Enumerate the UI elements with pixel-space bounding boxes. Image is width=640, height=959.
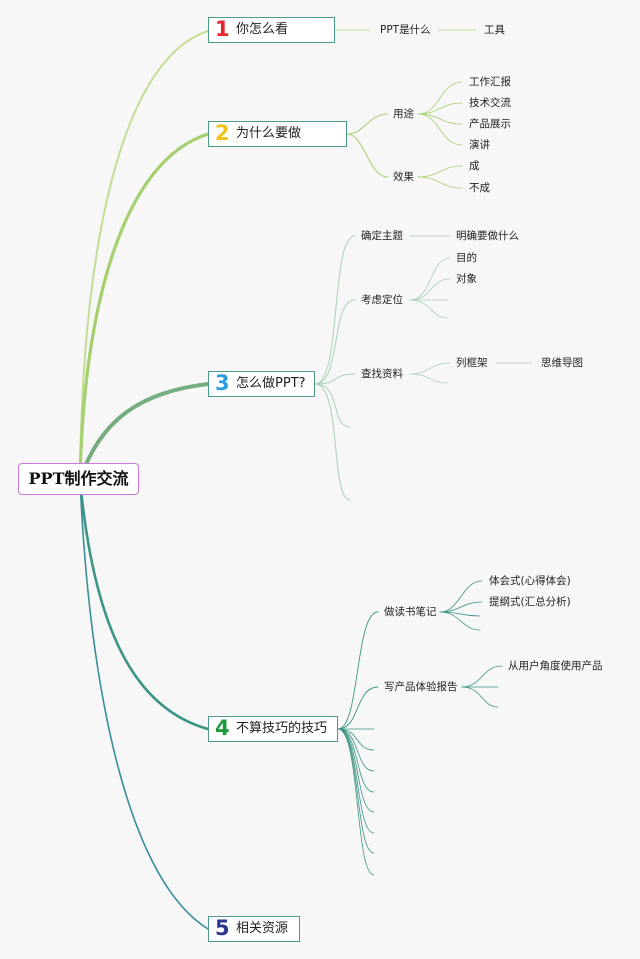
node-framework[interactable]: 列框架: [456, 357, 488, 369]
connector-b2-eff-2: [417, 176, 463, 189]
branch-3-label: 怎么做PPT?: [236, 376, 306, 391]
branch-1-node[interactable]: 1 你怎么看: [208, 17, 335, 43]
connector-b4-rep-3: [461, 686, 499, 708]
node-clarify-goal[interactable]: 明确要做什么: [456, 230, 519, 242]
node-mindmap[interactable]: 思维导图: [541, 357, 583, 369]
node-outline[interactable]: 提纲式(汇总分析): [489, 596, 571, 608]
node-ppt-what[interactable]: PPT是什么: [380, 24, 431, 36]
node-tech-exchange[interactable]: 技术交流: [469, 97, 511, 109]
node-fail[interactable]: 不成: [469, 182, 490, 194]
connector-b3-pos-2: [409, 278, 451, 301]
branch-3-number: 3: [215, 371, 230, 395]
branch-2-node[interactable]: 2 为什么要做: [208, 121, 347, 147]
connector-root-branch-1: [79, 30, 209, 481]
node-success[interactable]: 成: [469, 160, 480, 172]
connector-b4-empty-3: [337, 728, 375, 772]
connector-b4-reading: [337, 611, 379, 730]
node-tool[interactable]: 工具: [484, 24, 505, 36]
node-research[interactable]: 查找资料: [361, 368, 403, 380]
connector-b2-use-4: [417, 113, 463, 146]
connector-b2-use-2: [417, 102, 463, 115]
connector-b3-src-2: [409, 373, 449, 384]
connector-b4-empty-5: [337, 728, 375, 813]
node-work-report[interactable]: 工作汇报: [469, 76, 511, 88]
branch-2-number: 2: [215, 121, 230, 145]
connector-b3-position: [314, 299, 356, 385]
connector-root-branch-4: [78, 478, 210, 731]
node-reading-notes[interactable]: 做读书笔记: [384, 606, 437, 618]
branch-1-label: 你怎么看: [236, 22, 289, 37]
connector-b3-empty-2: [314, 383, 351, 501]
connector-b3-empty-1: [314, 383, 351, 428]
connector-b4-read-1: [439, 580, 483, 613]
branch-2-label: 为什么要做: [236, 126, 302, 141]
branch-5-node[interactable]: 5 相关资源: [208, 916, 300, 942]
branch-5-label: 相关资源: [236, 921, 289, 936]
connector-b3-pos-1: [409, 257, 451, 301]
connector-b3-search: [314, 373, 356, 385]
root-node[interactable]: PPT制作交流: [18, 463, 139, 495]
node-product-show[interactable]: 产品展示: [469, 118, 511, 130]
branch-4-number: 4: [215, 716, 230, 740]
connector-b2-eff-1: [417, 165, 463, 178]
branch-4-node[interactable]: 4 不算技巧的技巧: [208, 716, 338, 742]
branch-5-number: 5: [215, 916, 230, 940]
connector-b4-read-4: [439, 611, 481, 631]
node-effect[interactable]: 效果: [393, 171, 414, 183]
node-define-theme[interactable]: 确定主题: [361, 230, 403, 242]
connector-b2-use: [346, 113, 389, 135]
node-use[interactable]: 用途: [393, 108, 414, 120]
connector-b4-report: [337, 686, 379, 730]
branch-3-node[interactable]: 3 怎么做PPT?: [208, 371, 315, 397]
branch-1-number: 1: [215, 17, 230, 41]
node-user-perspective[interactable]: 从用户角度使用产品: [508, 660, 603, 672]
node-speech[interactable]: 演讲: [469, 139, 490, 151]
node-purpose[interactable]: 目的: [456, 252, 477, 264]
connector-b3-frame: [409, 362, 451, 375]
connector-b4-rep-1: [461, 665, 503, 688]
node-experiential[interactable]: 体会式(心得体会): [489, 575, 571, 587]
connector-root-branch-5: [79, 479, 209, 930]
connector-root-branch-2: [78, 132, 210, 482]
connector-b2-use-1: [417, 81, 463, 115]
connector-b2-effect: [346, 133, 389, 178]
node-audience[interactable]: 对象: [456, 273, 477, 285]
connector-b3-theme: [314, 235, 356, 385]
connector-root-branch-3: [78, 382, 210, 482]
connector-b4-empty-8: [337, 728, 375, 876]
node-product-report[interactable]: 写产品体验报告: [384, 681, 458, 693]
branch-4-label: 不算技巧的技巧: [236, 721, 328, 736]
node-positioning[interactable]: 考虑定位: [361, 294, 403, 306]
connector-b3-pos-4: [409, 299, 449, 319]
